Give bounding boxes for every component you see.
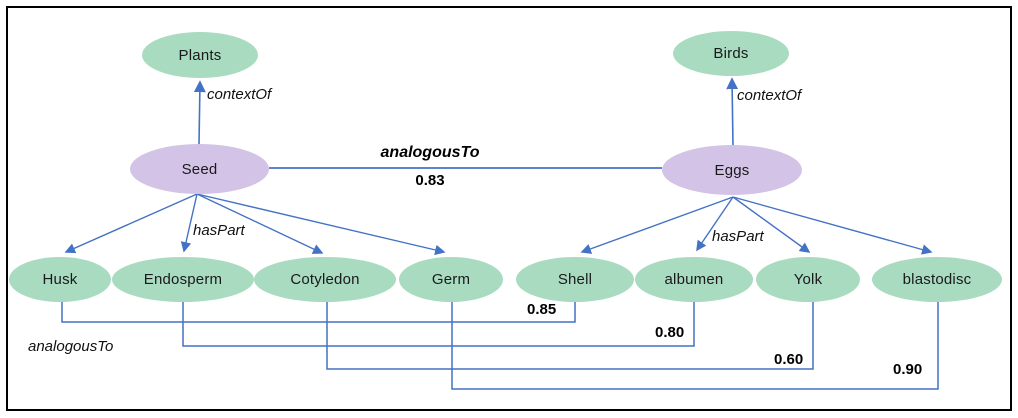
edge-eggs-shell [580, 196, 734, 254]
node-shell: Shell [516, 257, 634, 302]
node-birds: Birds [673, 31, 789, 76]
edge-seed-cotyledon [196, 193, 324, 254]
label-contextof-left: contextOf [207, 86, 272, 103]
node-husk: Husk [9, 257, 111, 302]
score-germ-blastodisc: 0.90 [893, 361, 923, 378]
label-analogousto-main: analogousTo [380, 144, 480, 161]
node-endosperm: Endosperm [112, 257, 254, 302]
edge-eggs-birds [726, 77, 739, 147]
node-albumen-label: albumen [664, 271, 724, 288]
edge-seed-endosperm [180, 193, 198, 253]
edge-eggs-blastodisc [732, 196, 933, 255]
edge-seed-germ [196, 193, 446, 256]
edge-cotyledon-yolk [326, 301, 814, 370]
edge-endosperm-albumen [182, 301, 695, 347]
edge-germ-blastodisc [451, 301, 939, 390]
node-birds-label: Birds [713, 45, 749, 62]
node-cotyledon: Cotyledon [254, 257, 396, 302]
node-yolk: Yolk [756, 257, 860, 302]
node-yolk-label: Yolk [793, 271, 823, 288]
node-husk-label: Husk [42, 271, 78, 288]
edge-seed-plants [193, 80, 206, 145]
node-germ-label: Germ [431, 271, 471, 288]
edge-husk-shell [61, 301, 576, 323]
node-seed: Seed [130, 144, 269, 194]
edge-eggs-albumen [696, 196, 734, 252]
node-seed-label: Seed [181, 160, 218, 178]
score-cotyledon-yolk: 0.60 [774, 351, 804, 368]
edge-seed-husk [64, 193, 198, 254]
node-shell-label: Shell [557, 271, 593, 288]
node-plants: Plants [142, 32, 258, 78]
node-albumen: albumen [635, 257, 753, 302]
node-eggs: Eggs [662, 145, 802, 195]
label-contextof-right: contextOf [737, 87, 802, 104]
label-haspart-left: hasPart [193, 222, 245, 239]
node-plants-label: Plants [178, 46, 222, 64]
label-haspart-right: hasPart [712, 228, 764, 245]
node-cotyledon-label: Cotyledon [290, 271, 360, 288]
node-blastodisc: blastodisc [872, 257, 1002, 302]
score-seed-eggs: 0.83 [415, 172, 445, 189]
edge-eggs-yolk [732, 196, 811, 253]
node-eggs-label: Eggs [714, 161, 750, 179]
node-endosperm-label: Endosperm [143, 271, 223, 288]
node-germ: Germ [399, 257, 503, 302]
label-analogousto-bottom: analogousTo [28, 338, 114, 355]
score-endosperm-albumen: 0.80 [655, 324, 685, 341]
node-blastodisc-label: blastodisc [902, 271, 972, 288]
score-husk-shell: 0.85 [527, 301, 557, 318]
